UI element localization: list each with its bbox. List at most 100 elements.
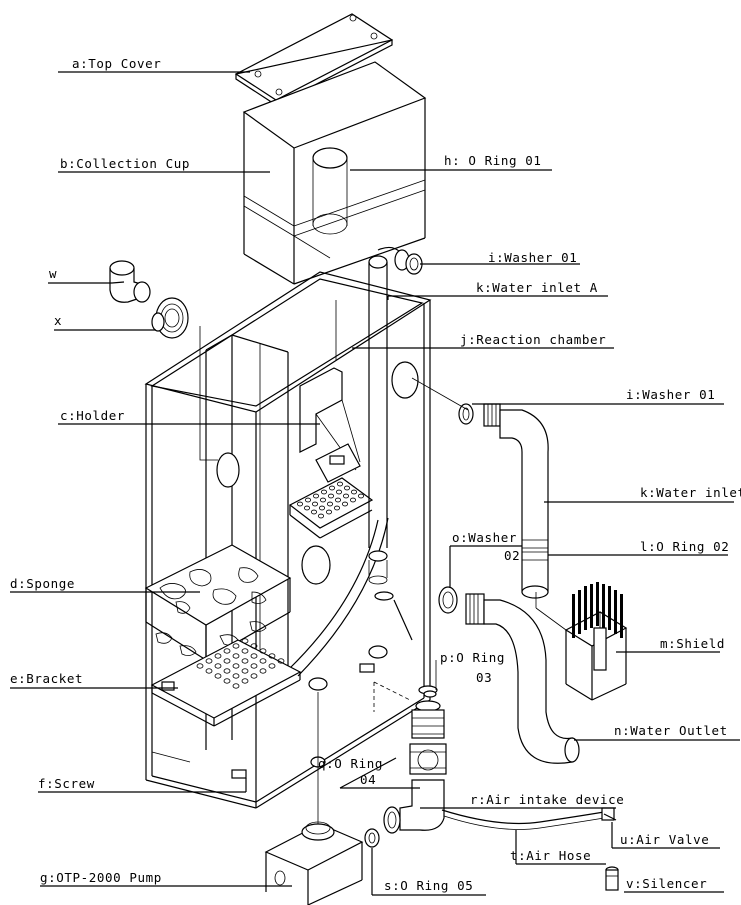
perforation-hole [310,509,317,515]
water-outlet-part [465,593,580,764]
pump-part [264,821,380,905]
shield-part [564,582,628,701]
air-valve-part [601,807,617,821]
reaction-chamber-tank [144,271,432,809]
perforation-hole [296,501,303,507]
perforation-hole [205,658,213,664]
perforation-hole [214,673,222,679]
elbow-fitting-w [109,260,151,303]
air-intake-device-part [373,681,447,834]
perforation-hole [333,505,340,511]
label-washer-01-top: i:Washer 01 [488,250,577,265]
perforation-hole [250,653,258,659]
label-reaction-chamber: j:Reaction chamber [460,332,606,347]
bulkhead-fitting-x [151,297,189,339]
perforation-hole [232,653,240,659]
perforation-hole [343,485,350,491]
perforation-hole [214,663,222,669]
perforation-hole [320,489,327,495]
air-hose-part [441,809,605,830]
perforation-hole [326,501,333,507]
label-x: x [54,313,62,328]
perforation-hole [259,658,267,664]
label-o-ring-03-line1: p:O Ring [440,650,505,665]
label-sponge: d:Sponge [10,576,75,591]
perforation-hole [241,658,249,664]
perforation-hole [342,493,349,499]
label-washer-01-side: i:Washer 01 [626,387,715,402]
label-washer-02-line2: 02 [504,548,520,563]
perforation-hole [325,509,332,515]
label-washer-02-line1: o:Washer [452,530,517,545]
perforation-hole [349,497,356,503]
perforation-hole [232,643,240,649]
label-screw: f:Screw [38,776,95,791]
perforation-hole [232,663,240,669]
label-water-inlet-a: k:Water inlet A [476,280,598,295]
perforation-hole [232,683,240,689]
washer-02-part [438,586,458,614]
silencer-part [605,866,619,891]
label-water-inlet-b: k:Water inlet B [640,485,741,500]
perforation-hole [250,643,258,649]
perforation-hole [241,638,249,644]
perforation-hole [241,648,249,654]
water-inlet-a-part [368,246,423,601]
perforation-hole [223,678,231,684]
label-o-ring-03-line2: 03 [476,670,492,685]
label-bracket: e:Bracket [10,671,83,686]
perforation-hole [357,493,364,499]
label-air-hose: t:Air Hose [510,848,591,863]
perforation-hole [223,658,231,664]
bracket-part [150,638,302,727]
sponge-part [144,544,292,661]
perforation-hole [232,673,240,679]
perforation-hole [223,648,231,654]
label-o-ring-04-line1: q:O Ring [318,756,383,771]
perforation-hole [312,493,319,499]
perforation-hole [303,505,310,511]
leader-lines [10,71,740,896]
label-o-ring-05: s:O Ring 05 [384,878,473,893]
label-pump: g:OTP-2000 Pump [40,870,162,885]
perforation-hole [268,663,276,669]
label-o-ring-04-line2: 04 [360,772,376,787]
label-collection-cup: b:Collection Cup [60,156,190,171]
perforation-hole [250,663,258,669]
perforation-hole [318,505,325,511]
perforation-hole [334,497,341,503]
perforation-hole [259,668,267,674]
perforation-hole [196,663,204,669]
holder-part [288,367,374,539]
perforation-hole [319,497,326,503]
perforation-hole [205,668,213,674]
label-o-ring-02: l:O Ring 02 [640,539,729,554]
label-air-valve: u:Air Valve [620,832,709,847]
perforation-hole [268,653,276,659]
perforation-hole [259,648,267,654]
label-air-intake-device: r:Air intake device [470,792,624,807]
label-w: w [49,266,57,281]
perforation-hole [223,668,231,674]
perforation-hole [241,668,249,674]
perforation-hole [336,481,343,487]
water-inlet-b-part [458,403,549,599]
part-labels: a:Top Cover b:Collection Cup h: O Ring 0… [10,56,741,893]
label-top-cover: a:Top Cover [72,56,161,71]
label-o-ring-01: h: O Ring 01 [444,153,542,168]
collection-cup-part [242,61,427,285]
top-cover-part [234,13,394,106]
perforation-hole [304,497,311,503]
perforation-hole [335,489,342,495]
label-holder: c:Holder [60,408,125,423]
label-shield: m:Shield [660,636,725,651]
perforation-hole [277,658,285,664]
label-silencer: v:Silencer [626,876,707,891]
perforation-hole [328,485,335,491]
label-water-outlet: n:Water Outlet [614,723,728,738]
perforation-hole [241,678,249,684]
perforation-hole [350,489,357,495]
perforation-hole [311,501,318,507]
screws-and-orings [161,455,437,779]
